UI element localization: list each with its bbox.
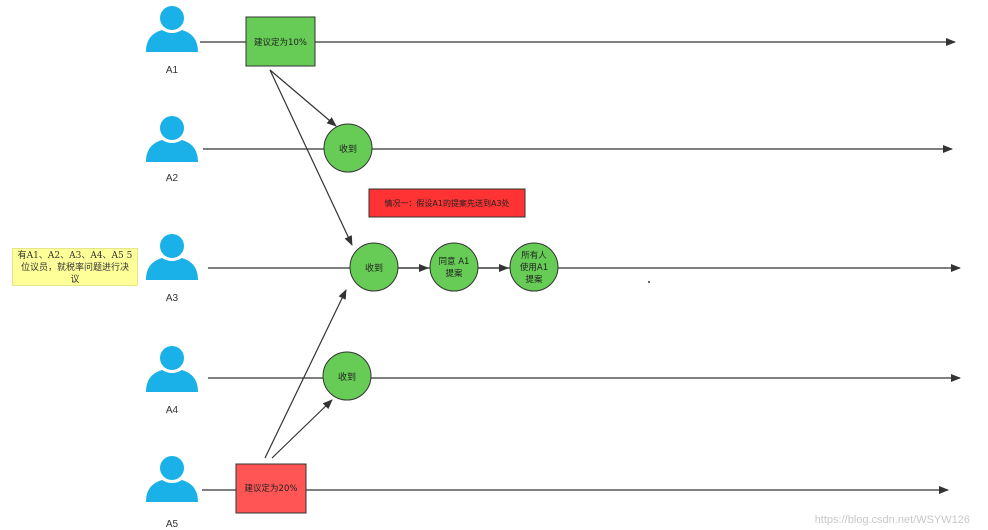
a3-received-text: 收到 [365, 262, 383, 274]
user-icon-a4 [146, 346, 198, 392]
watermark: https://blog.csdn.net/WSYW126 [814, 514, 970, 526]
a3-received-circle [349, 242, 399, 292]
a4-received-circle [322, 351, 372, 401]
note-line-1: 有A1、A2、A3、A4、A5 5 [17, 251, 133, 261]
a2-received-text: 收到 [339, 143, 357, 155]
user-icon-a5 [146, 456, 198, 502]
scenario-box [368, 188, 526, 218]
a5-proposal-text: 建议定为20% [245, 483, 298, 494]
all-use-a1-text-line1: 所有人 [521, 250, 547, 261]
agree-a1-circle [429, 242, 479, 292]
arrow-a5-to-a4 [271, 399, 333, 459]
participant-label-a1: A1 [166, 65, 179, 76]
a5-proposal-box [235, 463, 307, 514]
a1-proposal-text: 建议定为10% [254, 37, 307, 48]
note-line-2: 位议员，就税率问题进行决 [20, 263, 129, 273]
user-icon-a1 [146, 6, 198, 52]
participant-label-a3: A3 [166, 293, 179, 304]
user-icon-a2 [146, 116, 198, 162]
participant-label-a4: A4 [166, 405, 179, 416]
participant-label-a5: A5 [166, 519, 179, 530]
user-icon-a3 [146, 234, 198, 280]
a1-proposal-box [245, 16, 316, 67]
arrow-a1-to-a3 [269, 69, 353, 246]
scenario-text: 情况一：假设A1的提案先送到A3处 [384, 198, 509, 208]
a2-received-circle [323, 123, 373, 173]
all-use-a1-circle [509, 242, 559, 292]
arrow-a5-to-a3 [264, 289, 347, 459]
all-use-a1-text-line3: 提案 [525, 274, 543, 285]
a4-received-text: 收到 [338, 371, 356, 383]
all-use-a1-text-line2: 使用A1 [520, 262, 548, 273]
participant-label-a2: A2 [166, 173, 179, 184]
stray-dot [648, 281, 650, 283]
arrow-a1-to-a2 [269, 69, 337, 127]
note-line-3: 议 [70, 275, 80, 285]
agree-a1-text-line1: 同意 A1 [439, 256, 470, 267]
description-note: 有A1、A2、A3、A4、A5 5 位议员，就税率问题进行决 议 [12, 248, 138, 286]
agree-a1-text-line2: 提案 [445, 268, 463, 279]
